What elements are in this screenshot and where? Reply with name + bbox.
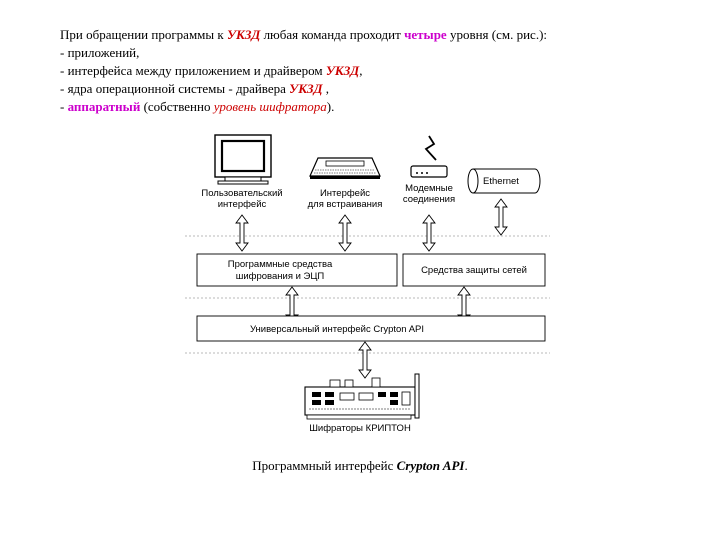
- modem-label: Модемные: [405, 183, 453, 194]
- crypto-tools-box: [196, 253, 398, 287]
- network-security-box: [402, 253, 546, 287]
- four-term: четыре: [404, 27, 447, 42]
- double-arrow-icon: [494, 198, 508, 236]
- crypto-tools-label: Программные средства: [228, 259, 333, 270]
- intro-line-2: - приложений,: [60, 45, 140, 60]
- crypto-tools-label: шифрования и ЭЦП: [236, 271, 325, 282]
- encryptor-board-icon: [304, 373, 420, 420]
- double-arrow-icon: [235, 214, 249, 252]
- embed-interface-label: для встраивания: [308, 199, 383, 210]
- intro-l1-e: уровня (см. рис.):: [446, 27, 548, 42]
- caption-text: Программный интерфейс: [252, 458, 397, 473]
- intro-l4-c: ,: [322, 81, 330, 96]
- intro-line-4: - ядра операционной системы - драйвера У…: [60, 80, 680, 98]
- intro-text: При обращении программы к УКЗД любая ком…: [60, 26, 680, 116]
- ethernet-icon: [467, 168, 541, 194]
- intro-line-1: При обращении программы к УКЗД любая ком…: [60, 26, 680, 44]
- caption-api-term: Crypton API: [396, 458, 465, 473]
- modem-icon: [410, 135, 448, 178]
- intro-l5-c: (собственно: [140, 99, 214, 114]
- user-interface-label: Пользовательский: [201, 188, 282, 199]
- network-security-label: Средства защиты сетей: [421, 265, 527, 276]
- encryptors-label: Шифраторы КРИПТОН: [309, 423, 411, 434]
- double-arrow-icon: [338, 214, 352, 252]
- ukzd-term: УКЗД: [325, 63, 360, 78]
- intro-l3-c: ,: [359, 63, 363, 78]
- universal-api-box: [196, 315, 546, 342]
- universal-api-label: Универсальный интерфейс Crypton API: [250, 324, 424, 335]
- embed-interface-label: Интерфейс: [320, 188, 370, 199]
- keyboard-icon: [309, 157, 381, 179]
- intro-line-3: - интерфейса между приложением и драйвер…: [60, 62, 680, 80]
- intro-l3-a: - интерфейса между приложением и драйвер…: [60, 63, 326, 78]
- modem-label: соединения: [403, 194, 455, 205]
- intro-l5-e: ).: [326, 99, 335, 114]
- ukzd-term: УКЗД: [289, 81, 323, 96]
- monitor-icon: [214, 134, 272, 185]
- intro-l1-c: любая команда проходит: [260, 27, 405, 42]
- ukzd-term: УКЗД: [226, 27, 261, 42]
- encryptor-level-term: уровень шифратора: [213, 99, 327, 114]
- ethernet-label: Ethernet: [483, 176, 519, 187]
- hardware-term: аппаратный: [67, 99, 141, 114]
- double-arrow-icon: [422, 214, 436, 252]
- intro-line-5: - аппаратный (собственно уровень шифрато…: [60, 98, 680, 116]
- figure-caption: Программный интерфейс Crypton API.: [0, 458, 720, 474]
- intro-l1-a: При обращении программы к: [60, 27, 227, 42]
- user-interface-label: интерфейс: [218, 199, 267, 210]
- double-arrow-icon: [358, 341, 372, 379]
- crypton-api-diagram: Пользовательский интерфейс Интерфейс для…: [185, 134, 550, 434]
- intro-l5-a: -: [60, 99, 68, 114]
- caption-end: .: [464, 458, 468, 473]
- intro-l4-a: - ядра операционной системы - драйвера: [60, 81, 290, 96]
